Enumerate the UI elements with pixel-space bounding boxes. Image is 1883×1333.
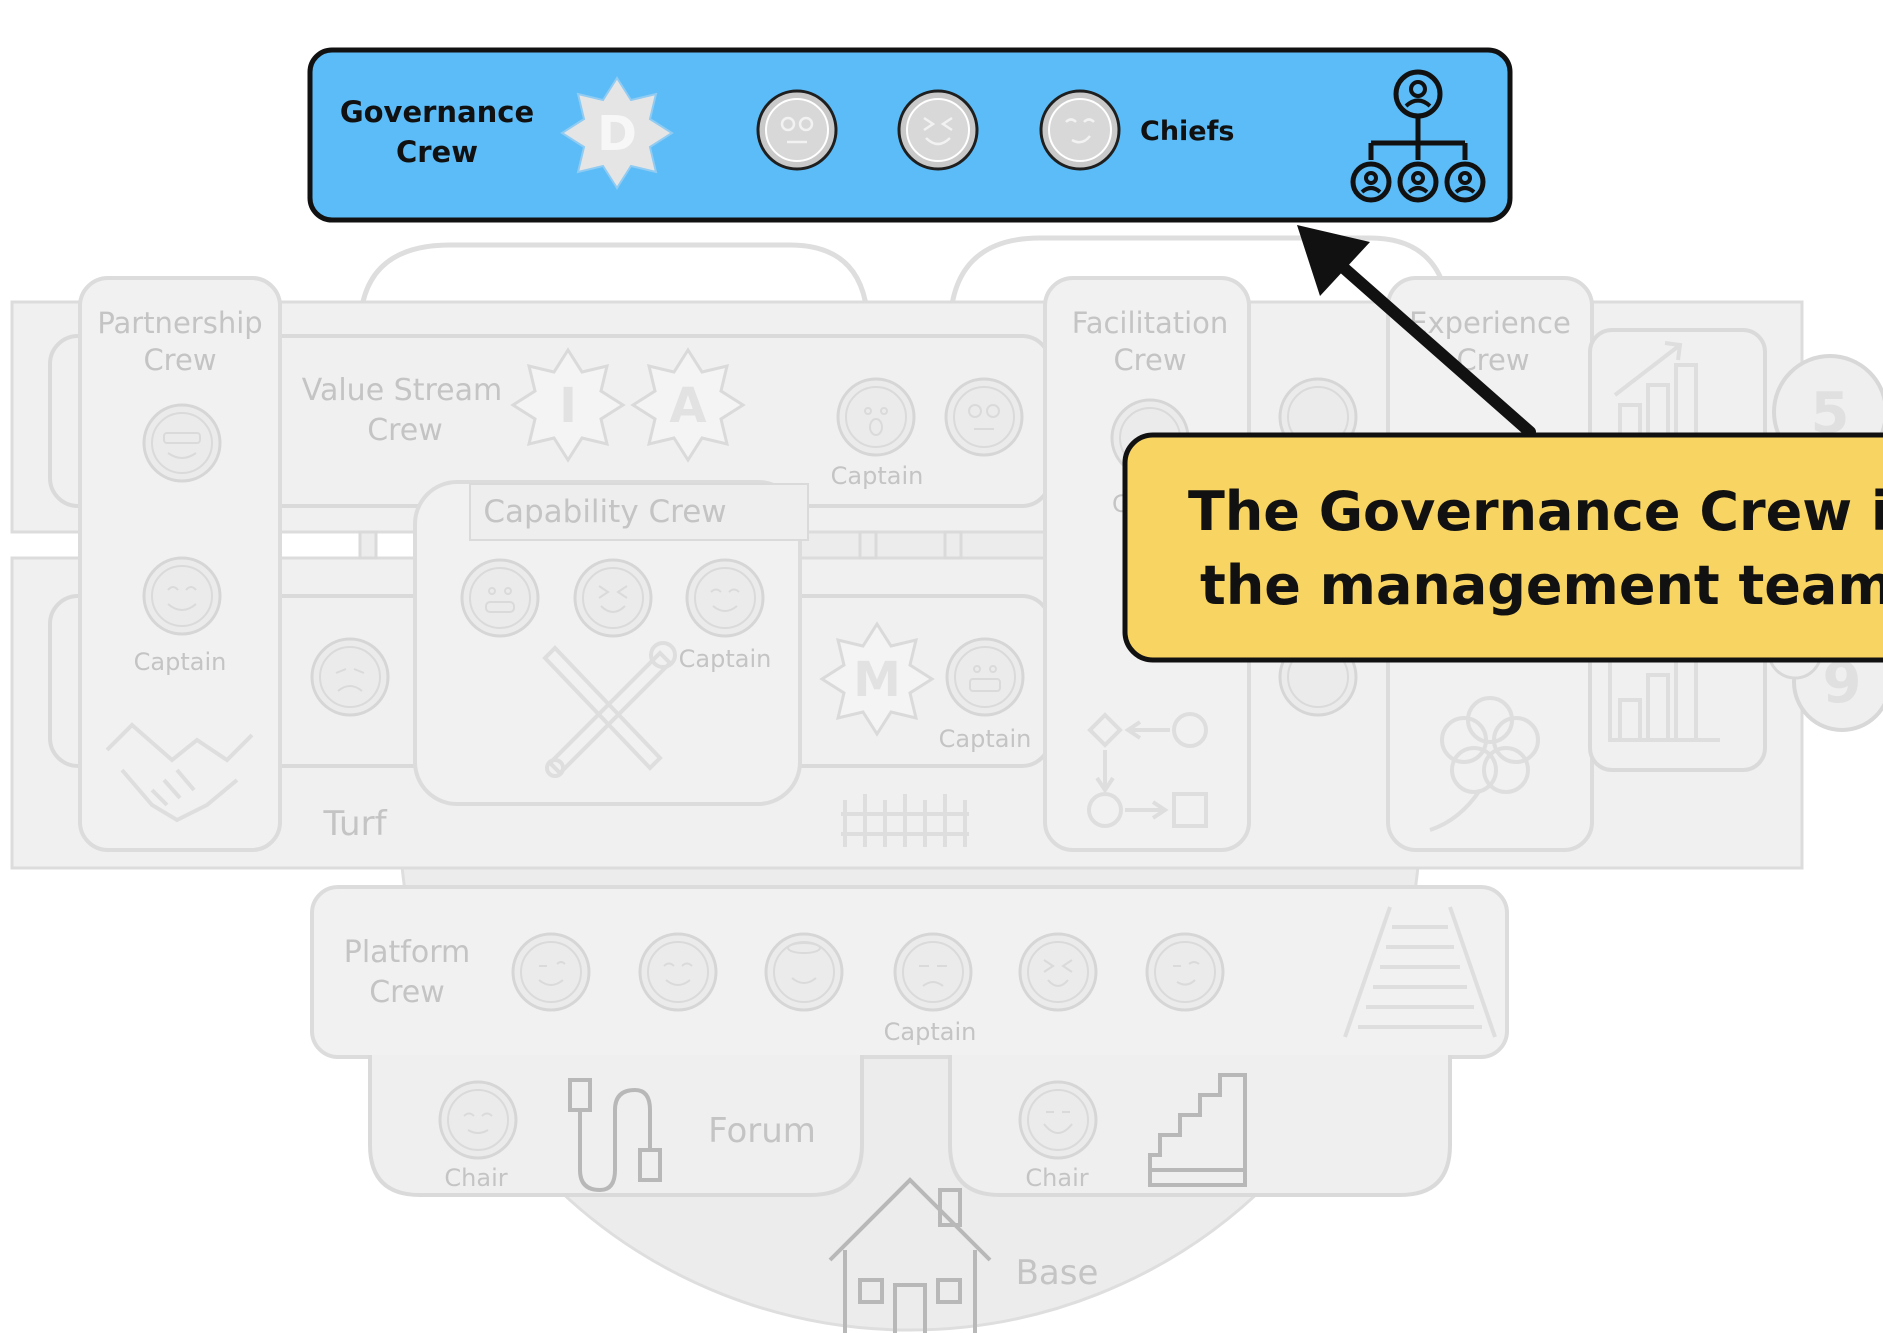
partnership-crew-label-2: Crew [143,343,216,377]
callout-arrow [1297,225,1536,438]
value-stream-captain-label: Captain [831,462,924,490]
flow-icon [1087,712,1208,828]
capability-avatar-2 [573,558,653,638]
base-label: Base [1016,1253,1099,1293]
governance-crew-panel[interactable]: Governance Crew D Chiefs [307,47,1513,223]
house-icon [828,1177,992,1333]
tools-icon [542,641,677,778]
platform-avatar-captain [893,932,973,1012]
value-stream-label-2: Crew [367,413,443,448]
m-avatar-captain [945,637,1025,717]
partnership-avatar-captain [142,556,222,636]
cable-icon [568,1078,662,1193]
governance-crew-label-2: Crew [396,135,478,169]
background-diagram: Partnership Crew Captain Value Stream Cr… [10,235,1883,1333]
handshake-icon [105,722,254,823]
badge-letter-m: M [853,652,901,708]
partnership-captain-label: Captain [134,648,227,676]
turf-avatar [310,637,390,717]
value-stream-badge-i: I [510,347,626,463]
partnership-crew-label-1: Partnership [97,306,262,340]
forum-label: Forum [708,1111,816,1151]
m-badge: M [819,621,935,737]
platform-captain-label: Captain [884,1018,977,1046]
capability-captain-label: Captain [679,645,772,673]
platform-avatar-2 [638,932,718,1012]
arch-left [357,242,871,331]
platform-avatar-3 [764,932,844,1012]
org-chart-icon [1350,69,1486,203]
governance-avatar-1 [756,89,838,171]
governance-badge-d: D [560,76,674,190]
platform-avatar-6 [1145,932,1225,1012]
flower-icon [1429,696,1540,832]
callout-line-1: The Governance Crew is [1188,480,1883,543]
capability-avatar-1 [460,558,540,638]
badge-letter-i: I [559,378,577,434]
capability-avatar-captain [685,558,765,638]
forum-avatar-chair [438,1080,518,1160]
forum-chair-label: Chair [444,1164,507,1192]
governance-avatar-3 [1039,89,1121,171]
stairs-chair-label: Chair [1025,1164,1088,1192]
value-stream-label-1: Value Stream [302,373,502,408]
callout-line-2: the management team. [1200,554,1883,617]
facilitation-crew-label-1: Facilitation [1072,306,1229,340]
platform-crew-label-2: Crew [369,975,445,1010]
partnership-avatar-1 [142,403,222,483]
value-stream-avatar-captain [836,377,916,457]
m-captain-label: Captain [939,725,1032,753]
capability-crew-label: Capability Crew [483,494,726,530]
fence-icon [841,794,969,847]
callout-box: The Governance Crew is the management te… [1122,432,1883,663]
governance-avatar-2 [897,89,979,171]
badge-letter-a: A [669,378,706,434]
stairs-avatar-chair [1018,1080,1098,1160]
platform-avatar-5 [1018,932,1098,1012]
facilitation-crew-label-2: Crew [1113,343,1186,377]
governance-crew-label-1: Governance [340,95,534,129]
stairs-icon [1148,1073,1247,1187]
platform-crew-label-1: Platform [344,935,471,970]
value-stream-avatar-2 [944,377,1024,457]
experience-crew-label-1: Experience [1409,306,1571,340]
badge-letter-d: D [597,106,637,162]
chiefs-label: Chiefs [1140,116,1234,147]
value-stream-badge-a: A [630,347,746,463]
turf-label: Turf [322,804,387,844]
railway-icon [1343,906,1497,1038]
platform-avatar-1 [511,932,591,1012]
